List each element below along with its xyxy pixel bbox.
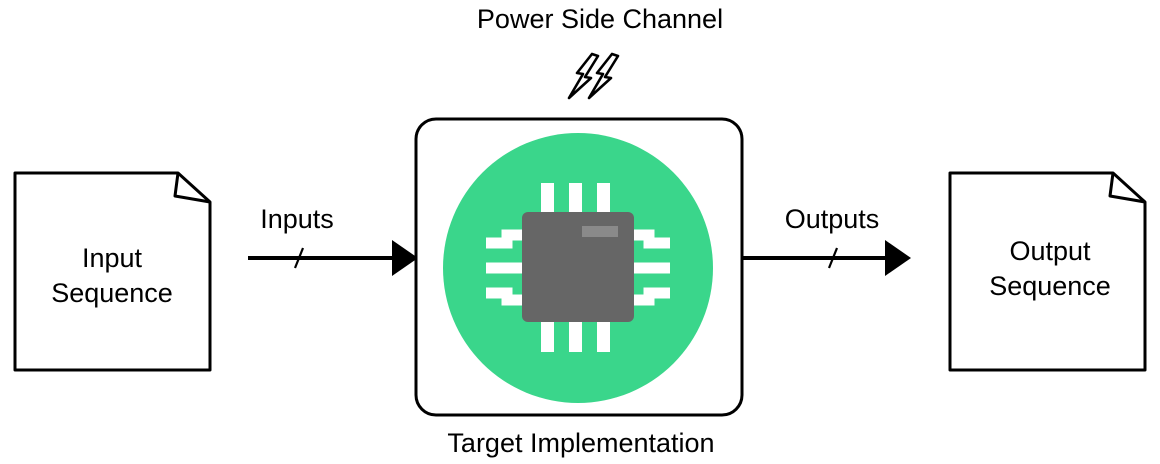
- chip-pin: [569, 320, 582, 352]
- chip-pin: [569, 183, 582, 213]
- lightning-bolt-icon: [567, 52, 620, 100]
- document-icon: [948, 171, 1147, 372]
- chip-pin: [634, 287, 670, 306]
- target-implementation-label: Target Implementation: [447, 428, 714, 458]
- chip-pin: [541, 183, 554, 213]
- chip-body: [522, 212, 634, 322]
- input-sequence-document: Input Sequence: [13, 171, 212, 372]
- document-icon: [13, 171, 212, 372]
- output-doc-line2: Sequence: [989, 271, 1111, 301]
- chip-pin: [486, 287, 522, 306]
- inputs-label: Inputs: [260, 204, 334, 234]
- microchip-icon: [443, 133, 713, 403]
- input-doc-line1: Input: [82, 243, 143, 273]
- bus-slash: [827, 247, 839, 269]
- power-side-channel-label: Power Side Channel: [477, 4, 723, 34]
- inputs-arrow: Inputs: [248, 204, 418, 276]
- outputs-arrow: Outputs: [743, 204, 911, 276]
- chip-pin: [597, 320, 610, 352]
- chip-pin: [634, 229, 670, 249]
- chip-pin: [597, 183, 610, 213]
- output-doc-line1: Output: [1009, 236, 1091, 266]
- input-doc-line2: Sequence: [51, 278, 173, 308]
- chip-pin: [541, 320, 554, 352]
- chip-marker: [582, 226, 618, 237]
- output-sequence-document: Output Sequence: [948, 171, 1147, 372]
- outputs-label: Outputs: [785, 204, 880, 234]
- bus-slash: [293, 247, 305, 269]
- chip-pin: [486, 229, 522, 249]
